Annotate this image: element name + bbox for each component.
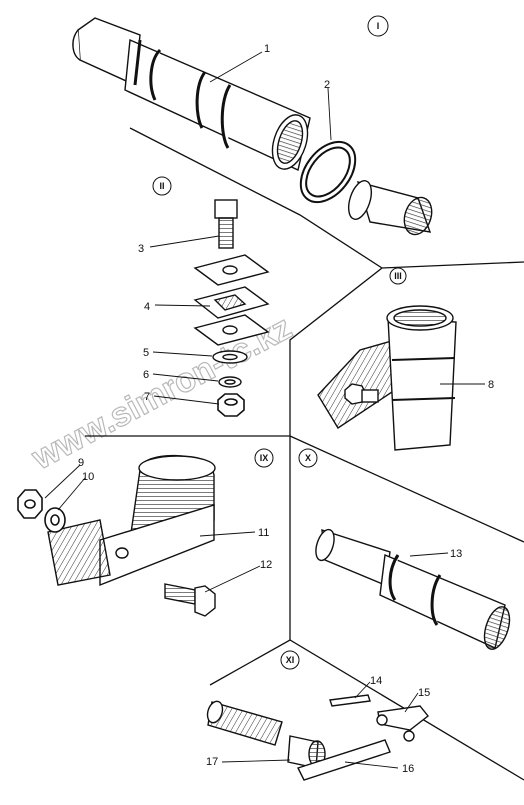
part-label-12: 12 [260,559,272,571]
svg-text:II: II [159,181,164,191]
clamp-11 [47,454,216,587]
part-label-10: 10 [82,471,94,483]
part-label-3: 3 [138,243,144,255]
part-label-11: 11 [258,527,269,539]
section-marker-11: XI [280,650,300,670]
pipe-assembly-13 [315,528,511,650]
leader-lines [44,51,485,769]
part-label-9: 9 [78,457,84,469]
part-label-8: 8 [488,379,494,391]
section-marker-3: III [389,267,407,285]
part-label-15: 15 [418,687,430,699]
svg-text:IX: IX [260,453,269,463]
part-label-6: 6 [143,369,149,381]
nut-7 [217,393,245,417]
svg-text:XI: XI [286,655,295,665]
part-label-7: 7 [144,391,150,403]
part-label-17: 17 [206,756,218,768]
bolt-3 [214,199,238,249]
plate-lower [193,314,270,346]
part-label-14: 14 [370,675,382,687]
section-dividers [85,127,524,781]
strip-16 [297,739,391,781]
washer-5 [212,350,248,364]
part-label-5: 5 [143,347,149,359]
pipe-assembly-1 [72,17,311,171]
part-label-2: 2 [324,79,330,91]
part-label-1: 1 [264,43,270,55]
svg-text:III: III [394,271,402,281]
section-marker-10: X [298,448,318,468]
bracket-15 [376,705,429,742]
ring-2 [299,140,357,204]
part-label-13: 13 [450,548,462,560]
washer-10 [44,507,66,533]
section-marker-1: I [367,15,389,37]
clamp-pipe-8 [317,305,457,451]
bolt-12 [164,583,216,617]
svg-text:I: I [377,21,380,31]
pipe-end-1 [347,180,433,236]
plate-upper [193,254,270,286]
svg-text:X: X [305,453,311,463]
plate-4 [193,286,270,319]
section-marker-2: II [152,176,172,196]
pipe-pieces-17 [206,700,326,769]
section-marker-9: IX [254,448,274,468]
nut-9 [17,489,43,519]
part-label-4: 4 [144,301,150,313]
part-label-16: 16 [402,763,414,775]
washer-6 [218,376,242,388]
pin-14 [329,694,371,707]
